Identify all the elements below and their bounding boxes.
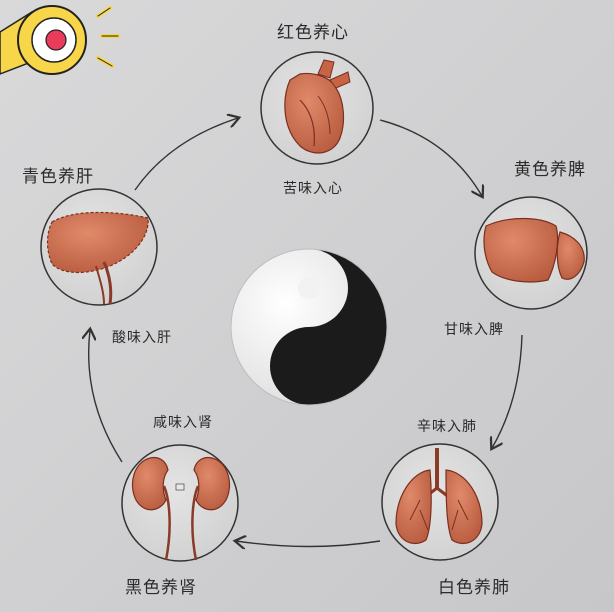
kidney-node [121, 444, 239, 562]
arrow-lung-to-kidney [236, 541, 381, 547]
kidney-organ-icon [131, 456, 231, 561]
lung-organ-icon [395, 448, 483, 545]
kidney-taste-label: 咸味入肾 [153, 415, 213, 431]
liver-organ-icon [46, 211, 149, 305]
megaphone-icon [0, 5, 120, 75]
heart-node [260, 51, 374, 165]
lung-node [381, 443, 499, 561]
arrow-spleen-to-lung [492, 334, 523, 448]
lung-taste-label: 辛味入肺 [417, 419, 477, 435]
heart-color-label: 红色养心 [277, 23, 349, 43]
liver-color-label: 青色养肝 [22, 167, 94, 187]
yin-yang-icon [230, 248, 388, 406]
heart-organ-icon [284, 59, 351, 154]
arrow-heart-to-spleen [379, 119, 482, 196]
spleen-organ-icon [483, 217, 585, 283]
lung-color-label: 白色养肺 [438, 578, 510, 598]
arrow-kidney-to-liver [89, 330, 123, 463]
liver-taste-label: 酸味入肝 [112, 330, 172, 346]
kidney-color-label: 黑色养肾 [125, 578, 197, 598]
spleen-taste-label: 甘味入脾 [444, 322, 504, 338]
heart-taste-label: 苦味入心 [283, 181, 343, 197]
arrow-liver-to-heart [134, 118, 238, 191]
spleen-node [474, 196, 588, 310]
spleen-color-label: 黄色养脾 [514, 160, 586, 180]
liver-node [40, 188, 158, 306]
